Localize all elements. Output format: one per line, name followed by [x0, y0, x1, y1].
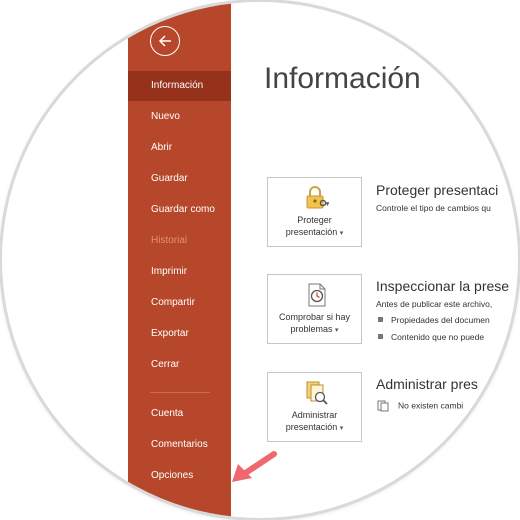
dropdown-caret-icon: ▾ [339, 230, 344, 237]
nav-item-comentarios[interactable]: Comentarios [151, 439, 208, 450]
nav-item-compartir[interactable]: Compartir [151, 297, 195, 308]
bullet-icon [378, 317, 383, 323]
nav-item-guardar-como[interactable]: Guardar como [151, 204, 215, 215]
manage-label-line2: presentación ▾ [268, 421, 361, 435]
bullet-icon [378, 334, 383, 340]
manage-section-title: Administrar pres [376, 376, 478, 392]
manage-label-text: presentación [285, 422, 338, 432]
inspect-document-icon [308, 283, 326, 307]
nav-item-abrir[interactable]: Abrir [151, 142, 173, 153]
check-issues-button[interactable]: Comprobar si hay problemas ▾ [267, 274, 362, 344]
nav-item-historial: Historial [151, 235, 188, 246]
dropdown-caret-icon: ▾ [335, 327, 339, 334]
nav-item-opciones[interactable]: Opciones [151, 470, 194, 481]
protect-section-title: Proteger presentaci [376, 182, 499, 198]
protect-label-line1: Proteger [297, 215, 332, 225]
dropdown-caret-icon: ▾ [339, 425, 344, 432]
manage-presentation-button[interactable]: Administrar presentación ▾ [267, 372, 362, 442]
back-button[interactable] [150, 26, 180, 56]
nav-item-informacion[interactable]: Información [128, 71, 231, 101]
bullet-text: Contenido que no puede [391, 332, 485, 342]
nav-item-exportar[interactable]: Exportar [151, 328, 189, 339]
inspect-bullet-content: Contenido que no puede [378, 332, 484, 342]
back-arrow-icon [158, 35, 171, 47]
manage-label-line1: Administrar [291, 410, 338, 420]
check-label-text: problemas [290, 324, 333, 334]
check-label-line1: Comprobar si hay [278, 312, 351, 322]
inspect-section-title: Inspeccionar la prese [376, 278, 510, 294]
inspect-bullet-properties: Propiedades del documen [378, 315, 490, 325]
bullet-text: Propiedades del documen [391, 315, 490, 325]
check-label-line2: problemas ▾ [268, 323, 361, 337]
pointer-arrow-icon [232, 451, 277, 482]
page-title: Información [264, 62, 421, 95]
nav-item-imprimir[interactable]: Imprimir [151, 266, 188, 277]
document-versions-icon [377, 400, 389, 412]
protect-label-line2: presentación ▾ [268, 226, 361, 240]
protect-presentation-label: Proteger presentación ▾ [268, 214, 361, 240]
manage-versions-icon [306, 381, 328, 405]
nav-item-nuevo[interactable]: Nuevo [151, 111, 180, 122]
manage-presentation-label: Administrar presentación ▾ [268, 409, 361, 435]
lock-key-icon [306, 186, 329, 209]
manage-status-text: No existen cambi [398, 400, 464, 411]
nav-divider [150, 392, 210, 393]
protect-label-text: presentación [285, 227, 338, 237]
check-issues-label: Comprobar si hay problemas ▾ [268, 311, 361, 337]
nav-item-cuenta[interactable]: Cuenta [151, 408, 184, 419]
inspect-section-description: Antes de publicar este archivo, [376, 299, 493, 309]
nav-item-guardar[interactable]: Guardar [151, 173, 188, 184]
protect-presentation-button[interactable]: Proteger presentación ▾ [267, 177, 362, 247]
protect-section-description: Controle el tipo de cambios qu [376, 203, 491, 213]
manage-status: No existen cambi [377, 400, 463, 412]
nav-item-cerrar[interactable]: Cerrar [151, 359, 180, 370]
